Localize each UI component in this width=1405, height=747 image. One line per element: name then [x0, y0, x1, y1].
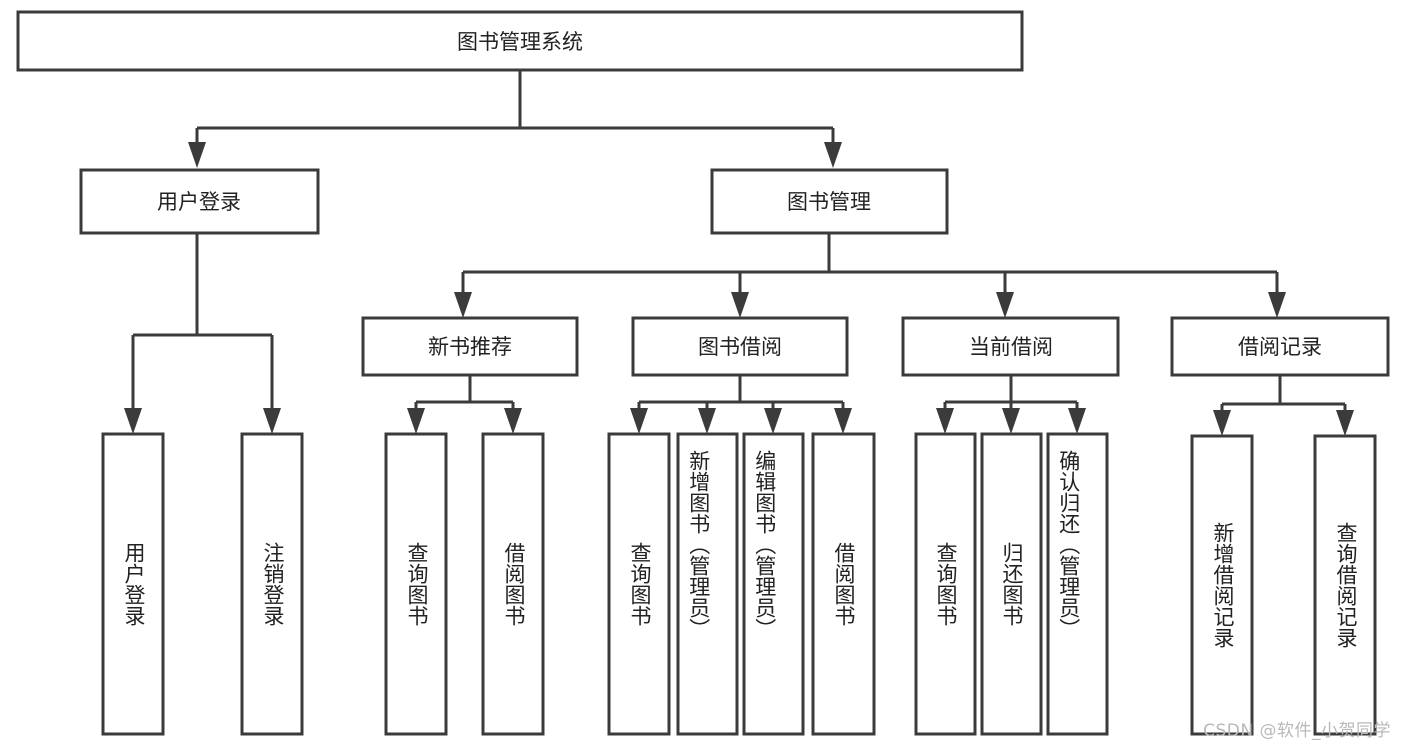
arrow-head-leaf-borrow-book-1 — [504, 408, 522, 434]
arrow-head-leaf-query-record — [1336, 410, 1354, 436]
node-leaf-query-record-label: 查询借阅记录 — [1334, 522, 1358, 648]
node-root-box[interactable] — [16, 10, 1024, 72]
connector-group-new-book-recommend — [407, 375, 522, 434]
node-borrow-record-box[interactable] — [1170, 316, 1390, 377]
arrow-head-book-manage — [824, 142, 842, 168]
arrow-head-new-book-recommend — [454, 292, 472, 318]
node-leaf-borrow-book-2-box[interactable] — [811, 432, 876, 736]
node-leaf-query-record-box[interactable] — [1313, 434, 1377, 736]
node-leaf-borrow-book-1[interactable]: 借阅图书 — [481, 432, 545, 736]
arrow-head-leaf-borrow-book-2 — [834, 408, 852, 434]
node-leaf-query-book-3[interactable]: 查询图书 — [914, 432, 977, 736]
connector-group-current-borrow — [936, 375, 1086, 434]
node-leaf-query-book-2-box[interactable] — [607, 432, 671, 736]
node-leaf-query-book-2-label: 查询图书 — [628, 542, 652, 626]
arrow-head-leaf-add-record — [1213, 410, 1231, 436]
node-leaf-add-book[interactable]: 新增图书（管理员） — [676, 432, 739, 736]
node-current-borrow[interactable]: 当前借阅 — [901, 316, 1120, 377]
node-leaf-edit-book-box[interactable] — [742, 432, 805, 736]
arrow-head-leaf-confirm-return — [1068, 408, 1086, 434]
arrow-head-leaf-query-book-2 — [630, 408, 648, 434]
arrow-head-leaf-return-book — [1002, 408, 1020, 434]
connector-group-user-login — [124, 233, 281, 434]
node-leaf-return-book-box[interactable] — [980, 432, 1043, 736]
node-user-login-label: 用户登录 — [157, 190, 241, 214]
node-leaf-edit-book[interactable]: 编辑图书（管理员） — [742, 432, 805, 736]
arrow-head-leaf-query-book-3 — [936, 408, 954, 434]
node-book-borrow-box[interactable] — [631, 316, 849, 377]
node-leaf-query-book-3-box[interactable] — [914, 432, 977, 736]
node-leaf-query-book-1-box[interactable] — [384, 432, 448, 736]
node-user-login-box[interactable] — [79, 168, 320, 235]
node-leaf-query-book-1-label: 查询图书 — [405, 542, 429, 626]
arrow-head-borrow-record — [1268, 292, 1286, 318]
node-leaf-borrow-book-2-label: 借阅图书 — [832, 542, 856, 626]
node-leaf-user-login[interactable]: 用户登录 — [101, 432, 165, 736]
node-leaf-return-book[interactable]: 归还图书 — [980, 432, 1043, 736]
arrow-head-leaf-edit-book — [764, 408, 782, 434]
node-root[interactable]: 图书管理系统 — [16, 10, 1024, 72]
node-borrow-record[interactable]: 借阅记录 — [1170, 316, 1390, 377]
node-leaf-borrow-book-1-label: 借阅图书 — [502, 542, 526, 626]
node-book-manage-box[interactable] — [710, 168, 949, 235]
node-leaf-user-logout[interactable]: 注销登录 — [240, 432, 304, 736]
node-root-label: 图书管理系统 — [457, 30, 583, 54]
node-leaf-borrow-book-1-box[interactable] — [481, 432, 545, 736]
node-leaf-user-login-box[interactable] — [101, 432, 165, 736]
node-book-manage[interactable]: 图书管理 — [710, 168, 949, 235]
node-leaf-confirm-return[interactable]: 确认归还（管理员） — [1046, 432, 1109, 736]
node-book-borrow[interactable]: 图书借阅 — [631, 316, 849, 377]
node-leaf-user-login-label: 用户登录 — [122, 542, 146, 626]
node-leaf-add-book-box[interactable] — [676, 432, 739, 736]
node-leaf-add-book-label: 新增图书（管理员） — [687, 450, 711, 639]
node-leaf-query-book-2[interactable]: 查询图书 — [607, 432, 671, 736]
node-leaf-borrow-book-2[interactable]: 借阅图书 — [811, 432, 876, 736]
connector-group-book-manage — [454, 233, 1286, 318]
node-book-manage-label: 图书管理 — [787, 190, 871, 214]
connector-group-root — [188, 70, 842, 168]
arrow-head-leaf-user-login — [124, 408, 142, 434]
node-leaf-confirm-return-box[interactable] — [1046, 432, 1109, 736]
arrow-head-leaf-query-book-1 — [407, 408, 425, 434]
arrow-head-leaf-user-logout — [263, 408, 281, 434]
node-borrow-record-label: 借阅记录 — [1238, 335, 1322, 359]
node-current-borrow-box[interactable] — [901, 316, 1120, 377]
node-leaf-query-book-3-label: 查询图书 — [934, 542, 958, 626]
node-leaf-edit-book-label: 编辑图书（管理员） — [753, 450, 777, 639]
arrow-head-current-borrow — [996, 292, 1014, 318]
node-leaf-user-logout-box[interactable] — [240, 432, 304, 736]
node-user-login[interactable]: 用户登录 — [79, 168, 320, 235]
node-leaf-query-record[interactable]: 查询借阅记录 — [1313, 434, 1377, 736]
node-leaf-add-record-box[interactable] — [1190, 434, 1254, 736]
arrow-head-leaf-add-book — [698, 408, 716, 434]
node-leaf-add-record-label: 新增借阅记录 — [1211, 522, 1235, 648]
arrow-head-book-borrow — [731, 292, 749, 318]
node-leaf-confirm-return-label: 确认归还（管理员） — [1057, 450, 1081, 639]
node-new-book-recommend-label: 新书推荐 — [428, 335, 512, 359]
node-leaf-add-record[interactable]: 新增借阅记录 — [1190, 434, 1254, 736]
node-leaf-user-logout-label: 注销登录 — [261, 542, 285, 626]
node-new-book-recommend-box[interactable] — [361, 316, 579, 377]
node-book-borrow-label: 图书借阅 — [698, 335, 782, 359]
connector-group-book-borrow — [630, 375, 852, 434]
node-leaf-query-book-1[interactable]: 查询图书 — [384, 432, 448, 736]
arrow-head-user-login — [188, 142, 206, 168]
node-current-borrow-label: 当前借阅 — [969, 335, 1053, 359]
node-leaf-return-book-label: 归还图书 — [1000, 542, 1024, 626]
node-new-book-recommend[interactable]: 新书推荐 — [361, 316, 579, 377]
connector-group-borrow-record — [1213, 375, 1354, 436]
